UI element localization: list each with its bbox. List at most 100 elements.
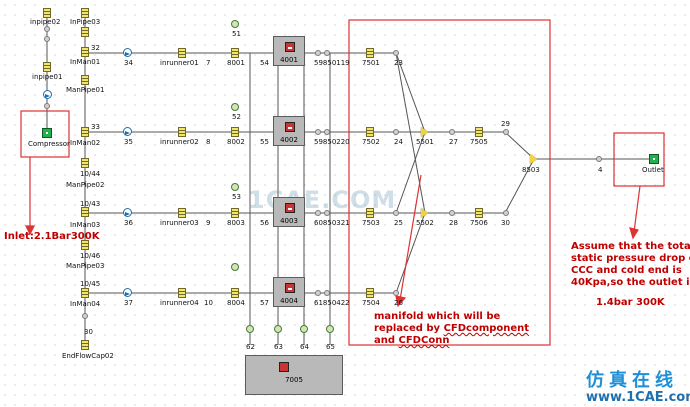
node-29[interactable] [503, 129, 509, 135]
row3-node[interactable] [315, 210, 321, 216]
row4-node[interactable] [315, 290, 321, 296]
node-27[interactable] [449, 129, 455, 135]
row3-man-label: 10/43 [80, 200, 101, 208]
row2-end-node[interactable] [393, 129, 399, 135]
cfd-component-term: CFDcomponent [443, 323, 530, 334]
block-icon [279, 362, 289, 372]
compressor-valve[interactable] [43, 90, 52, 99]
manifold-pipe-component[interactable] [81, 75, 89, 85]
row3-manifold-block[interactable] [366, 208, 374, 218]
junction-5501[interactable] [421, 127, 428, 137]
row4-bend-valve[interactable] [123, 288, 132, 297]
compressor-icon[interactable] [42, 128, 52, 138]
row3-block[interactable]: 4003 [273, 197, 305, 227]
logo-chinese: 仿真在线 [586, 370, 678, 391]
junction-8503[interactable] [530, 154, 537, 164]
pipe-node[interactable] [44, 103, 50, 109]
pipe-node[interactable] [44, 36, 50, 42]
row4-cylinder[interactable] [231, 288, 239, 298]
outlet-icon[interactable] [649, 154, 659, 164]
block-icon [285, 42, 295, 52]
row3-runner-label: inrunner03 [160, 219, 199, 227]
manifold-pipe-component[interactable] [81, 288, 89, 298]
manifold-port[interactable] [300, 325, 308, 333]
manifold-pipe-component[interactable] [81, 47, 89, 57]
row2-blk-label: 7502 [362, 138, 380, 146]
manifold-7005[interactable]: 7005 [245, 355, 343, 395]
row3-cylinder[interactable] [231, 208, 239, 218]
node-4[interactable] [596, 156, 602, 162]
pipe-node[interactable] [82, 313, 88, 319]
node-30-label: 30 [501, 219, 510, 227]
row2-node[interactable] [324, 129, 330, 135]
row4-end-node[interactable] [393, 290, 399, 296]
row1-node[interactable] [315, 50, 321, 56]
endflowcap-component[interactable] [81, 340, 89, 350]
row2-cylinder[interactable] [231, 127, 239, 137]
row1-runner[interactable] [178, 48, 186, 58]
row4-blk-label: 7504 [362, 299, 380, 307]
row1-node[interactable] [324, 50, 330, 56]
row1-block[interactable]: 4001 [273, 36, 305, 66]
end-node-label: 30 [84, 328, 93, 336]
logo-url: www.1CAE.com [586, 390, 690, 405]
row4-bend-label: 37 [124, 299, 133, 307]
block-7505-label: 7505 [470, 138, 488, 146]
row4-manifold-block[interactable] [366, 288, 374, 298]
node-28[interactable] [449, 210, 455, 216]
assume-line4: 40Kpa,so the outlet is : [571, 277, 690, 288]
row2-block[interactable]: 4002 [273, 116, 305, 146]
row1-top-port[interactable] [231, 20, 239, 28]
row2-cyl-label: 8002 [227, 138, 245, 146]
manifold-port[interactable] [274, 325, 282, 333]
row2-node[interactable] [315, 129, 321, 135]
junction-8503-label: 8503 [522, 166, 540, 174]
block-7506[interactable] [475, 208, 483, 218]
row3-top-port[interactable] [231, 183, 239, 191]
row3-end-node[interactable] [393, 210, 399, 216]
row4-block-label: 4004 [280, 297, 298, 305]
row2-top-port[interactable] [231, 103, 239, 111]
row1-cylinder[interactable] [231, 48, 239, 58]
manifold-port[interactable] [246, 325, 254, 333]
row1-end-node[interactable] [393, 50, 399, 56]
manpipe03-label: ManPipe03 [66, 262, 105, 270]
row1-bend-valve[interactable] [123, 48, 132, 57]
node-30[interactable] [503, 210, 509, 216]
row4-block[interactable]: 4004 [273, 277, 305, 307]
block-7505[interactable] [475, 127, 483, 137]
row3-bend-label: 36 [124, 219, 133, 227]
row4-top-port[interactable] [231, 263, 239, 271]
row3-bend-valve[interactable] [123, 208, 132, 217]
manifold-pipe-component[interactable] [81, 240, 89, 250]
assume-line5: 1.4bar 300K [596, 297, 665, 308]
inpipe02-component[interactable] [43, 8, 51, 18]
manifold-pipe-component[interactable] [81, 127, 89, 137]
row2-manifold-block[interactable] [366, 127, 374, 137]
row4-runner[interactable] [178, 288, 186, 298]
row2-end-label: 24 [394, 138, 403, 146]
manifold-annotation-prefix: replaced by [374, 323, 444, 334]
manifold-pipe-component[interactable] [81, 27, 89, 37]
row2-n1-label: 8 [206, 138, 211, 146]
row3-node[interactable] [324, 210, 330, 216]
inpipe03-component[interactable] [81, 8, 89, 18]
manifold-pipe-component[interactable] [81, 158, 89, 168]
row3-block-label: 4003 [280, 217, 298, 225]
pipe-node[interactable] [44, 26, 50, 32]
row2-bend-valve[interactable] [123, 127, 132, 136]
row4-node[interactable] [324, 290, 330, 296]
manifold-annotation-and: and [374, 335, 399, 346]
row1-blk-label: 7501 [362, 59, 380, 67]
manifold-pipe-component[interactable] [81, 207, 89, 217]
row3-top-label: 53 [232, 193, 241, 201]
manifold-port[interactable] [326, 325, 334, 333]
inpipe01-component[interactable] [43, 62, 51, 72]
row3-runner[interactable] [178, 208, 186, 218]
manifold-annotation-line2: replaced by CFDcomponent [374, 323, 529, 335]
row1-manifold-block[interactable] [366, 48, 374, 58]
row2-runner[interactable] [178, 127, 186, 137]
row1-n1-label: 7 [206, 59, 211, 67]
junction-5502[interactable] [421, 208, 428, 218]
node-29-label: 29 [501, 120, 510, 128]
